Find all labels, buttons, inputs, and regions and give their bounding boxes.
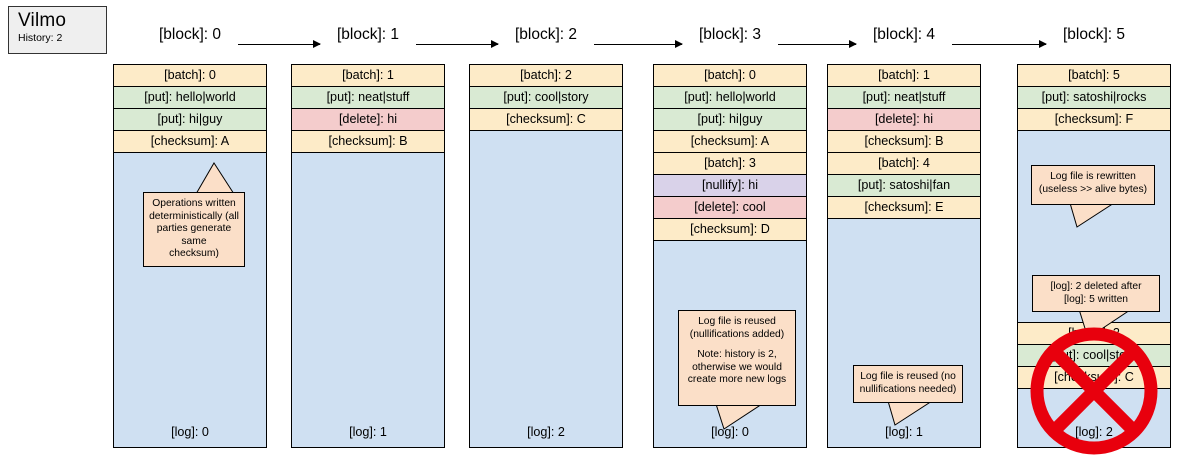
log-entry-checksum: [checksum]: C [470,109,622,131]
callout-line: create more new logs [687,374,787,386]
callout-line: otherwise we would [692,361,782,373]
callout-tail [1069,202,1116,228]
log-file-box[interactable]: [batch]: 1[put]: neat|stuff[delete]: hi[… [291,64,445,448]
log-entry-checksum: [checksum]: B [292,131,444,153]
log-entry-batch: [batch]: 5 [1018,65,1170,87]
arrow-right-icon [778,40,857,49]
log-entry-batch: [batch]: 0 [654,65,806,87]
callout-line: Log file is rewritten [1050,171,1136,182]
callout-tail [715,403,764,430]
block-column-4: [batch]: 1[put]: neat|stuff[delete]: hi[… [827,64,981,448]
log-entry-put: [put]: satoshi|fan [828,175,980,197]
log-entry-put: [put]: hello|world [654,87,806,109]
log-entry-checksum: [checksum]: C [1018,367,1170,389]
block-header-4: [block]: 4 [872,26,936,43]
callout-line: Operations written [152,198,236,209]
log-entry-put: [put]: hi|guy [654,109,806,131]
legend-title: Vilmo [18,10,67,31]
log-entry-batch: [batch]: 1 [828,65,980,87]
callout-line: checksum) [169,248,219,260]
callout-line: Log file is reused (no [860,371,956,382]
block-header-3: [block]: 3 [698,26,762,43]
annotation-callout: Log file is rewritten(useless >> alive b… [1031,165,1155,205]
log-free-space: [log]: 0 [654,241,806,447]
log-entry-put: [put]: neat|stuff [828,87,980,109]
log-entry-checksum: [checksum]: A [114,131,266,153]
log-entry-checksum: [checksum]: F [1018,109,1170,131]
log-entry-delete: [delete]: cool [654,197,806,219]
log-entry-checksum: [checksum]: A [654,131,806,153]
log-entry-batch: [batch]: 1 [292,65,444,87]
block-column-1: [batch]: 1[put]: neat|stuff[delete]: hi[… [291,64,445,448]
callout-tail [195,162,236,195]
log-entry-batch: [batch]: 2 [470,65,622,87]
callout-line: nullifications needed) [859,383,957,395]
log-entry-delete: [delete]: hi [828,109,980,131]
log-free-space: [log]: 2 [470,131,622,447]
log-file-box[interactable]: [batch]: 2[put]: cool|story[checksum]: C… [469,64,623,448]
block-header-0: [block]: 0 [158,26,222,43]
block-header-2: [block]: 2 [514,26,578,43]
block-header-1: [block]: 1 [336,26,400,43]
annotation-callout: [log]: 2 deleted after[log]: 5 written [1032,275,1160,313]
log-label: [log]: 1 [349,425,387,439]
log-entry-batch: [batch]: 0 [114,65,266,87]
log-label: [log]: 2 [1075,425,1113,439]
log-label: [log]: 0 [711,425,749,439]
log-entry-put: [put]: hello|world [114,87,266,109]
log-entry-put: [put]: cool|story [1018,345,1170,367]
log-entry-checksum: [checksum]: B [828,131,980,153]
block-header-5: [block]: 5 [1062,26,1126,43]
callout-line: [log]: 2 deleted after [1050,281,1142,292]
log-free-space: [log]: 0 [114,153,266,447]
legend-history: History: 2 [18,32,63,44]
block-column-2: [batch]: 2[put]: cool|story[checksum]: C… [469,64,623,448]
log-entry-batch: [batch]: 3 [654,153,806,175]
log-file-box[interactable]: [batch]: 1[put]: neat|stuff[delete]: hi[… [827,64,981,448]
log-label: [log]: 0 [171,425,209,439]
log-label: [log]: 2 [527,425,565,439]
arrow-right-icon [952,40,1047,49]
log-entry-put: [put]: neat|stuff [292,87,444,109]
callout-line: [log]: 5 written [1063,293,1129,305]
arrow-right-icon [238,40,321,49]
arrow-right-icon [416,40,499,49]
log-entry-batch: [batch]: 4 [828,153,980,175]
log-entry-checksum: [checksum]: D [654,219,806,241]
callout-line: Log file is reused [698,316,776,327]
log-free-space: [log]: 1 [292,153,444,447]
log-label: [log]: 1 [885,425,923,439]
log-free-space: [log]: 2 [1018,389,1170,447]
annotation-callout: Log file is reused(nullifications added)… [678,310,796,406]
log-entry-checksum: [checksum]: E [828,197,980,219]
callout-line: Note: history is 2, [697,349,777,361]
callout-tail [887,400,934,426]
arrow-right-icon [594,40,683,49]
log-entry-put: [put]: cool|story [470,87,622,109]
callout-line: (nullifications added) [689,328,785,340]
callout-line: deterministically (all [149,210,239,222]
deleted-log-box[interactable]: [batch]: 2[put]: cool|story[checksum]: C… [1017,322,1171,448]
log-entry-put: [put]: hi|guy [114,109,266,131]
log-entry-nullify: [nullify]: hi [654,175,806,197]
callout-line: parties generate same [156,223,232,247]
log-entry-delete: [delete]: hi [292,109,444,131]
legend-box: Vilmo History: 2 [8,6,107,54]
log-free-space: [log]: 1 [828,219,980,447]
log-entry-put: [put]: satoshi|rocks [1018,87,1170,109]
callout-line: (useless >> alive bytes) [1038,183,1148,195]
log-file-box: [batch]: 2[put]: cool|story[checksum]: C… [1017,322,1171,448]
